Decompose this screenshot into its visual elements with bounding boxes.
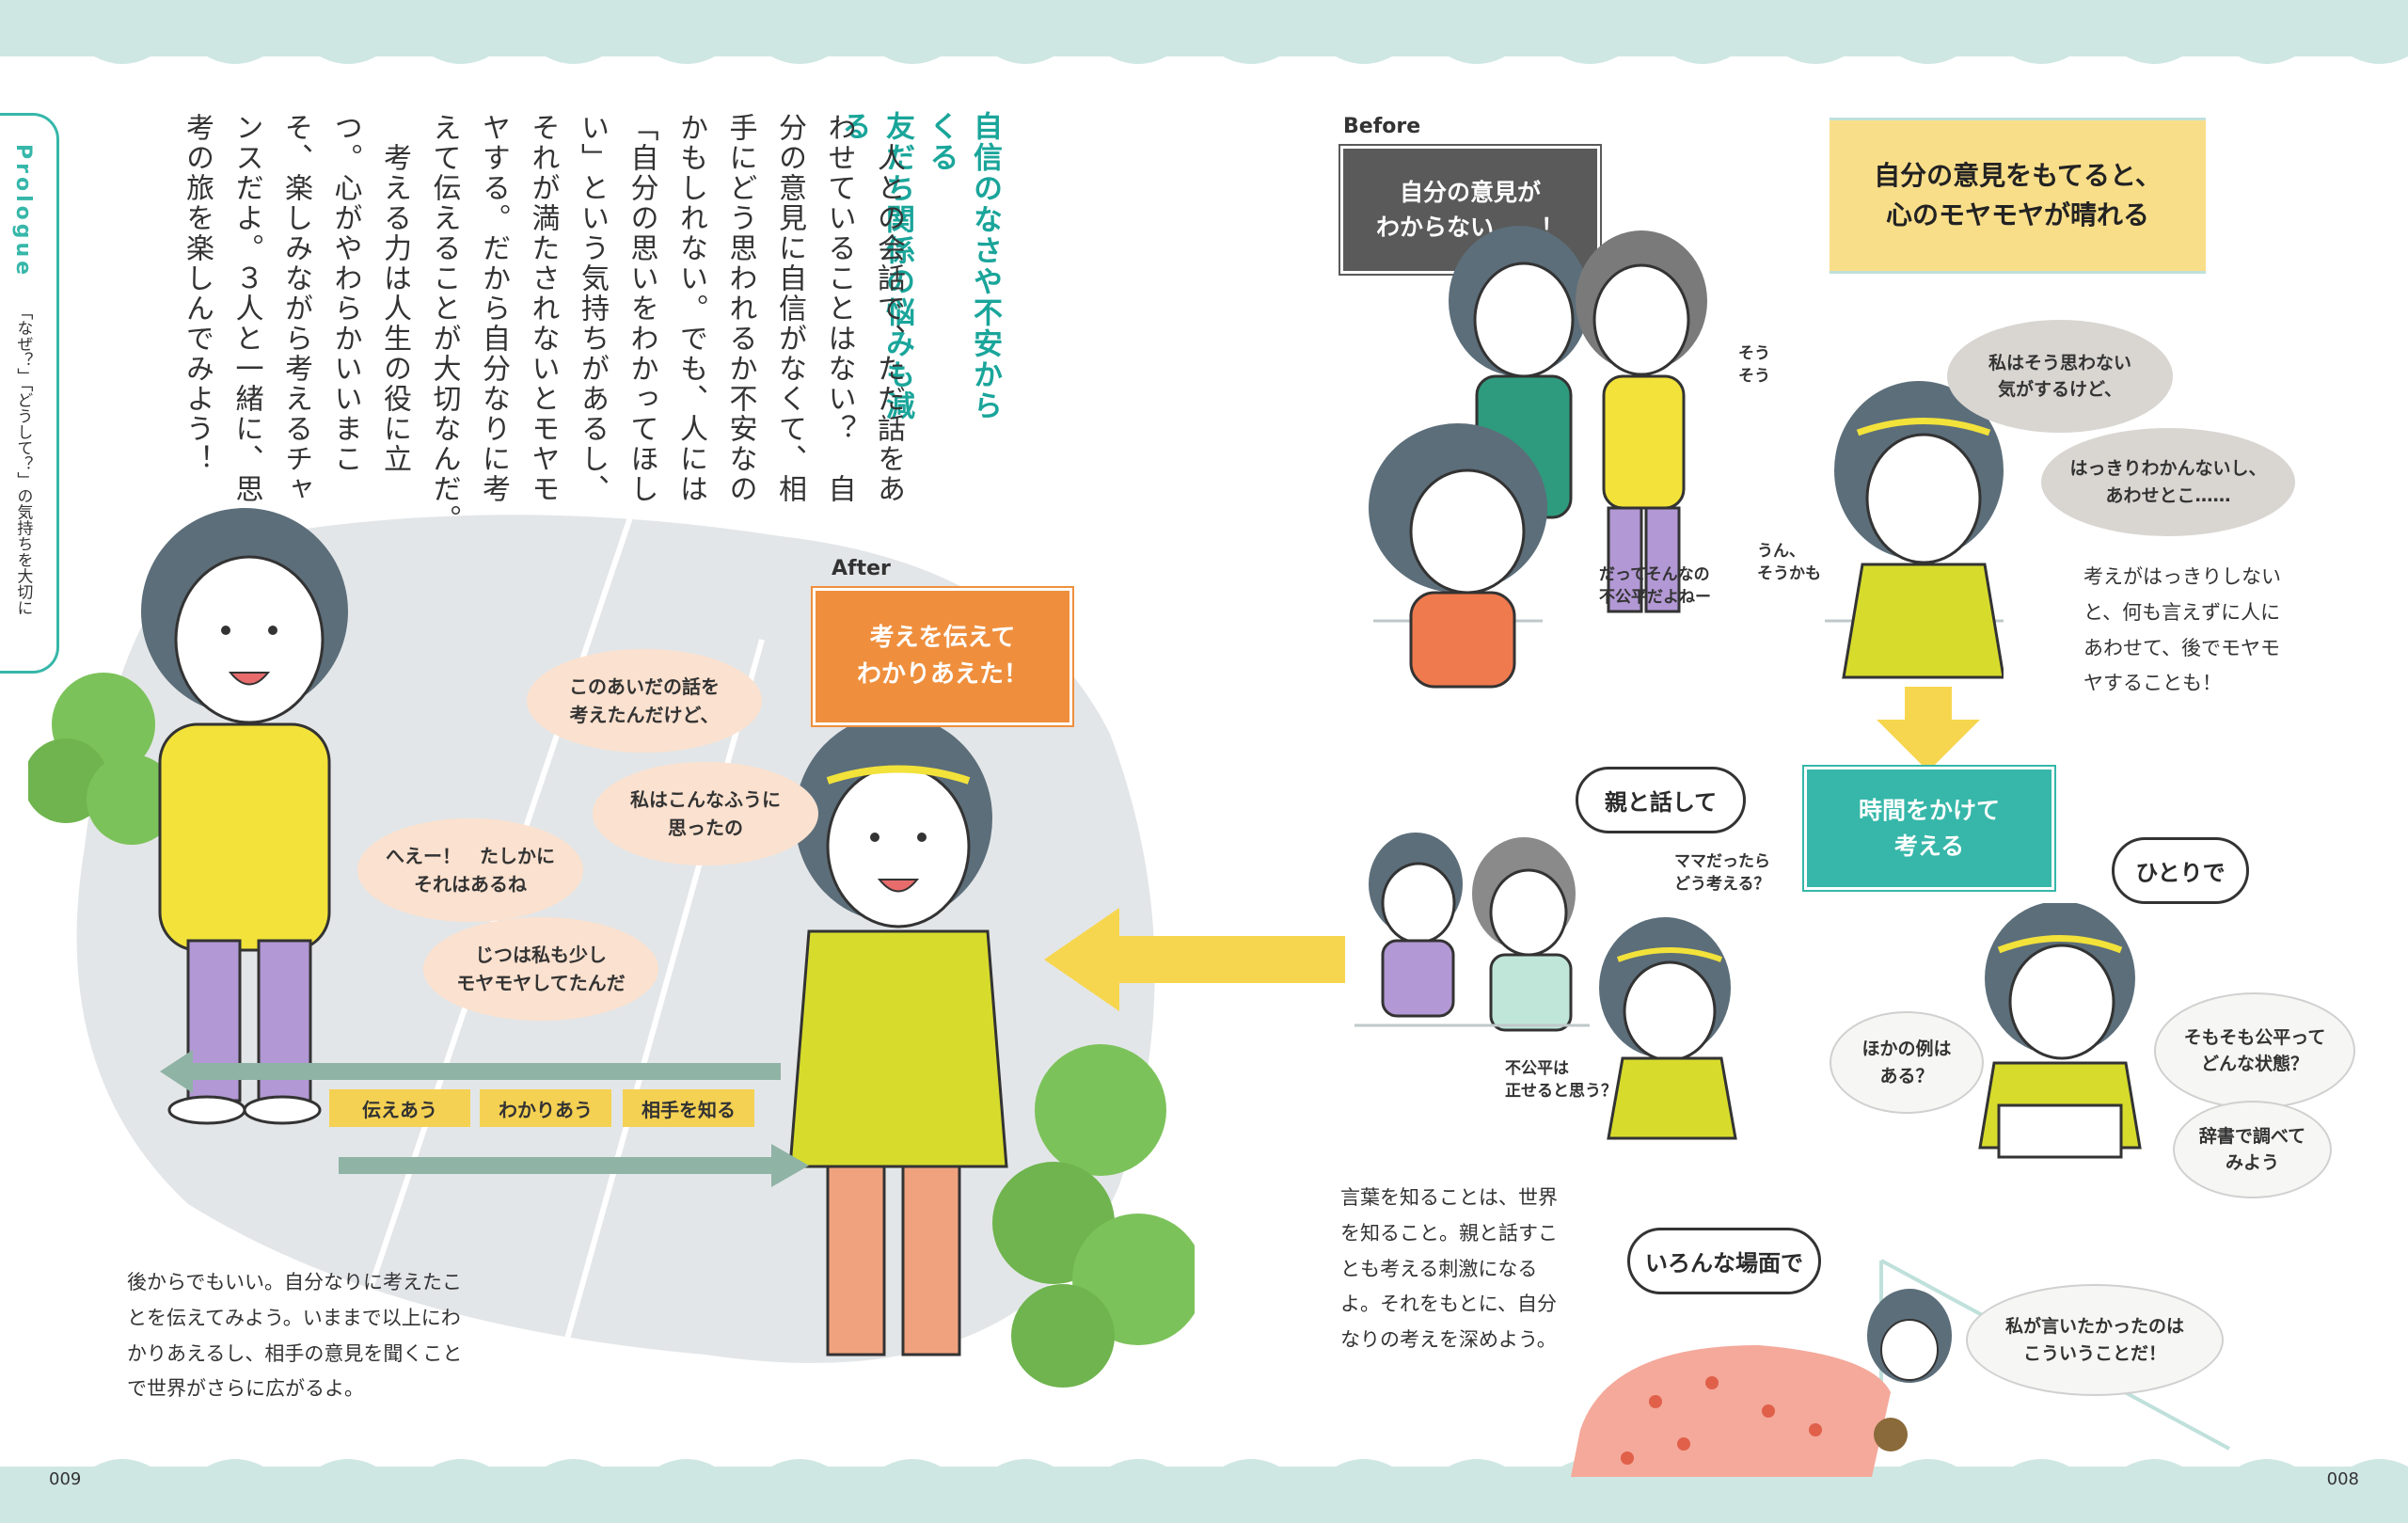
girl-left-figure — [141, 508, 348, 1125]
tag-aite-wo-shiru: 相手を知る — [623, 1089, 754, 1127]
after-bubble-4: じつは私も少し モヤモヤしてたんだ — [423, 917, 658, 1021]
tag-wakariau: わかりあう — [480, 1089, 611, 1127]
dictionary-icon — [1997, 1103, 2123, 1159]
prologue-subtitle: 「なぜ？」「どうして？」の気持ちを大切に — [13, 304, 33, 616]
before-label: Before — [1343, 115, 1421, 138]
after-label: After — [832, 557, 891, 580]
tag-tsutaeau: 伝えあう — [329, 1089, 470, 1127]
before-speech-sou: そう そう — [1738, 344, 1770, 386]
alone-speech: ひとりで — [2112, 837, 2249, 904]
thought-bubble-1: 私はそう思わない 気がするけど、 — [1947, 320, 2173, 433]
middle-note: 言葉を知ることは、世界を知ること。親と話すことも考える刺激になるよ。それをもとに… — [1340, 1186, 1558, 1352]
mother-figure — [1472, 837, 1576, 1032]
body-line: ヤする。だから自分なりに考 — [477, 113, 510, 504]
down-arrow-icon — [1877, 687, 1980, 771]
bush-right-icon — [992, 1044, 1195, 1388]
bed-scene-art — [1571, 1259, 2230, 1477]
body-line: 分の意見に自信がなくて、相 — [773, 113, 806, 504]
after-bubble-1: このあいだの話を 考えたんだけど、 — [527, 649, 762, 753]
alone-bubble-3: 辞書で調べて みよう — [2173, 1101, 2332, 1198]
fair-speech: 不公平は 正せると思う？ — [1505, 1059, 1617, 1101]
child-boy-figure — [1369, 833, 1463, 1018]
page-number-right: 008 — [2326, 1469, 2359, 1489]
parent-scene-art — [1354, 833, 1737, 1140]
thought-bubble-2: はっきりわかんないし、 あわせとこ…… — [2041, 428, 2295, 536]
after-scene-art — [28, 508, 1195, 1388]
right-note: 考えがはっきりしないと、何も言えずに人にあわせて、後でモヤモヤすることも！ — [2083, 565, 2281, 695]
top-wave — [0, 45, 2408, 64]
girl-right-figure — [788, 715, 1008, 1356]
before-scene-art — [1369, 226, 2004, 689]
page-number-left: 009 — [49, 1469, 82, 1489]
girl-main-before-figure — [1834, 381, 2004, 679]
scenes-speech: いろんな場面で — [1627, 1228, 1821, 1294]
alone-bubble-1: ほかの例は ある？ — [1830, 1011, 1984, 1114]
prologue-tab: Prologue 「なぜ？」「どうして？」の気持ちを大切に — [0, 113, 59, 674]
after-bubble-3: へえー！ たしかに それはあるね — [357, 818, 583, 922]
alone-scene-art — [1978, 903, 2142, 1159]
body-line: 「自分の思いをわかってほし — [625, 113, 658, 504]
body-text: 人との会話で、ただ話をあわせていることはない？ 自分の意見に自信がなくて、相手に… — [172, 113, 913, 546]
body-line: 手にどう思われるか不安なの — [723, 113, 757, 504]
body-line: かもしれない。でも、人には — [674, 113, 707, 504]
girl-orange-figure — [1369, 423, 1547, 689]
alone-bubble-2: そもそも公平って どんな状態？ — [2154, 992, 2355, 1109]
body-line: わせていることはない？ 自 — [822, 113, 856, 504]
yellow-headline-box: 自分の意見をもてると、 心のモヤモヤが晴れる — [1830, 118, 2206, 274]
bush-left-icon — [28, 673, 177, 845]
girl-talking-figure — [1599, 917, 1737, 1140]
main-heading: 自信のなさや不安からくる 友だち関係の悩みも減る — [832, 111, 1006, 450]
mama-speech: ママだったら どう考える？ — [1674, 852, 1770, 894]
before-speech-fukouhei: だってそんなの 不公平だよねー — [1599, 565, 1711, 607]
body-line: 考える力は人生の役に立 — [378, 113, 411, 474]
after-box: 考えを伝えて わかりあえた！ — [811, 586, 1074, 727]
girl-yellow-figure — [1576, 230, 1707, 613]
body-line: 考の旅を楽しんでみよう！ — [181, 113, 214, 474]
before-speech-un: うん、 そうかも — [1757, 542, 1821, 583]
body-line: ンスだよ。３人と一緒に、思 — [230, 113, 263, 504]
body-line: 人との会話で、ただ話をあ — [872, 113, 905, 504]
blanket — [1571, 1345, 1891, 1477]
teddy-bear-icon — [1874, 1418, 1908, 1452]
left-note: 後からでもいい。自分なりに考えたことを伝えてみよう。いままで以上にわかりあえるし… — [127, 1271, 463, 1401]
girl-green-figure — [1449, 226, 1590, 519]
parent-speech: 親と話して — [1576, 767, 1746, 833]
after-bubble-2: 私はこんなふうに 思ったの — [593, 762, 818, 865]
prologue-label: Prologue — [11, 144, 35, 279]
body-line: それが満たされないとモヤモ — [526, 113, 560, 504]
body-line: えて伝えることが大切なんだ。 — [427, 113, 461, 534]
body-line: そ、楽しみながら考えるチャ — [279, 113, 312, 504]
heading-line-2: 友だち関係の悩みも減る — [836, 111, 915, 421]
bed-bubble: 私が言いたかったのは こういうことだ！ — [1966, 1284, 2224, 1396]
body-line: つ。心がやわらかいいまこ — [328, 113, 362, 474]
heading-line-1: 自信のなさや不安からくる — [924, 111, 1003, 421]
time-box: 時間をかけて 考える — [1802, 765, 2056, 892]
body-line: い」という気持ちがあるし、 — [576, 113, 609, 504]
left-arrow-icon — [1044, 908, 1345, 1011]
